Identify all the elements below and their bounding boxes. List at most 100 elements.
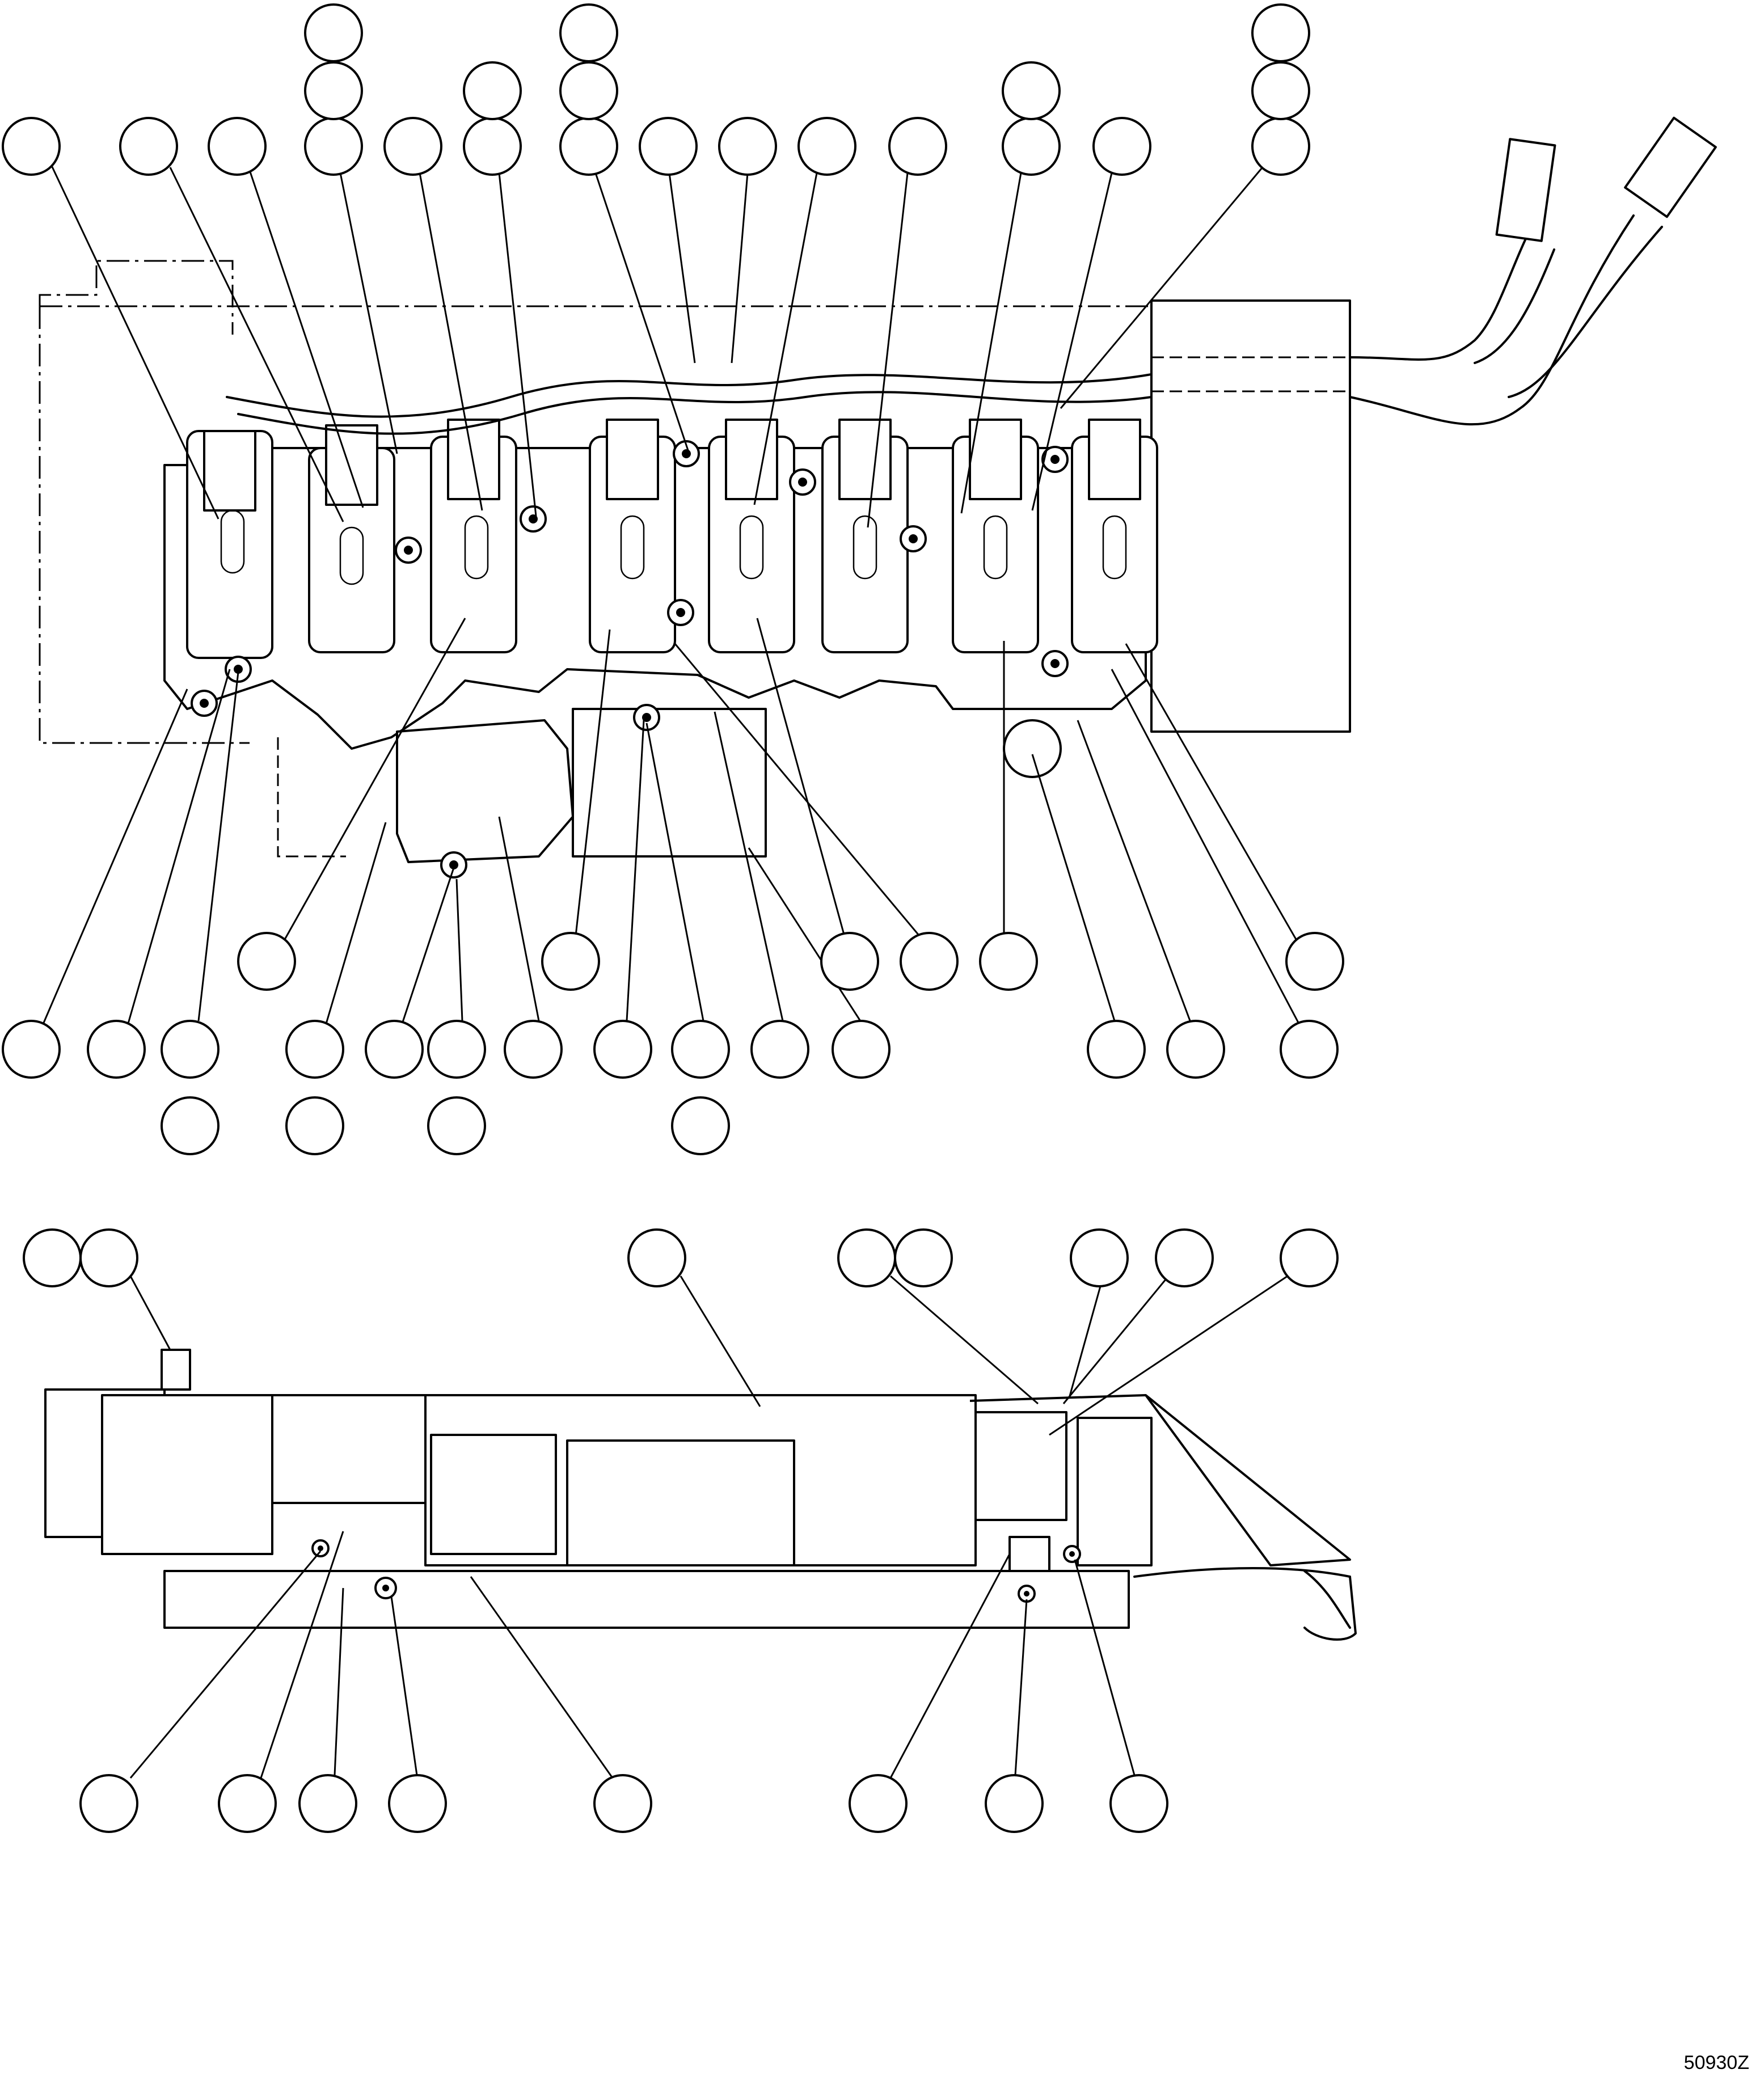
leader-line-15 [282,618,466,942]
callout-balloon-10 [797,117,856,176]
callout-balloon-6 [463,117,522,176]
leader-line-11 [867,172,909,528]
leader-line-10 [753,172,818,505]
callout-balloon-35 [504,1020,563,1079]
callout-balloon-27 [979,932,1038,991]
callout-balloon-46 [671,1096,730,1155]
leader-line-43 [334,1587,344,1776]
harness-cover [1150,299,1351,733]
leader-line-38 [1068,1286,1102,1399]
callout-balloon-31 [161,1020,220,1079]
callout-balloon-43 [161,1096,220,1155]
callout-balloons [2,3,1344,1833]
callout-balloon-13 [1092,117,1151,176]
leader-line-2 [169,167,344,522]
callout-balloon-44 [285,1096,344,1155]
leader-line-12 [960,172,1022,514]
callout-leaders [41,164,1300,1779]
callout-balloon-15 [304,61,363,120]
callout-balloon-20 [1002,61,1061,120]
callout-balloon-50 [837,1228,896,1287]
leader-line-24 [325,822,387,1024]
leader-line-45 [470,1576,614,1779]
callout-balloon-5 [383,117,442,176]
leader-line-16 [575,629,611,936]
callout-balloon-23 [237,932,296,991]
callout-balloon-12 [1002,117,1061,176]
callout-balloon-60 [849,1774,908,1833]
leader-line-36 [680,1276,761,1407]
callout-balloon-45 [427,1096,486,1155]
callout-balloon-26 [900,932,959,991]
pressure-switch-block [396,719,574,863]
callout-balloon-30 [87,1020,146,1079]
callout-balloon-56 [218,1774,277,1833]
callout-balloon-16 [304,3,363,62]
callout-balloon-7 [559,117,618,176]
callout-balloon-36 [593,1020,652,1079]
callout-balloon-4 [304,117,363,176]
callout-balloon-28 [1285,932,1344,991]
callout-balloon-3 [208,117,267,176]
leader-line-42 [260,1531,344,1779]
leader-line-48 [1074,1559,1136,1776]
figure-number: 50930Z [1683,2052,1749,2073]
leader-line-34 [1111,669,1300,1024]
leader-line-7 [594,172,690,454]
callout-balloon-49 [627,1228,686,1287]
fitting-port [1003,719,1062,778]
callout-balloon-58 [388,1774,447,1833]
callout-balloon-18 [559,61,618,120]
side-base-plate [163,1570,1130,1629]
leader-line-5 [419,172,483,511]
callout-balloon-38 [750,1020,809,1079]
callout-balloon-53 [1155,1228,1214,1287]
callout-balloon-57 [298,1774,357,1833]
connector-a [1495,138,1556,242]
leader-line-18 [674,643,923,939]
callout-balloon-54 [1280,1228,1339,1287]
leader-line-3 [248,170,364,508]
callout-balloon-39 [832,1020,891,1079]
leader-line-28 [626,720,645,1021]
leader-line-27 [498,816,540,1021]
leader-line-17 [756,618,846,939]
leader-line-22 [126,669,231,1026]
callout-balloon-61 [985,1774,1044,1833]
leader-line-47 [1014,1599,1028,1776]
leader-line-25 [402,867,455,1023]
callout-balloon-11 [888,117,947,176]
side-sensor [161,1349,191,1391]
callout-balloon-9 [718,117,777,176]
callout-balloon-17 [463,61,522,120]
leader-line-23 [197,672,239,1021]
leader-line-6 [498,172,537,517]
leader-line-13 [1031,172,1113,511]
callout-balloon-32 [285,1020,344,1079]
leader-line-4 [339,172,398,454]
callout-balloon-40 [1087,1020,1146,1079]
callout-balloon-59 [593,1774,652,1833]
leader-line-33 [1077,720,1192,1024]
callout-balloon-62 [1109,1774,1168,1833]
callout-balloon-21 [1251,61,1310,120]
leader-line-32 [1031,754,1116,1021]
leader-line-37 [890,1275,1039,1405]
callout-balloon-8 [639,117,698,176]
callout-balloon-33 [365,1020,424,1079]
leader-line-9 [731,172,749,364]
leader-line-21 [41,689,188,1026]
callout-balloon-24 [541,932,600,991]
callout-balloon-37 [671,1020,730,1079]
callout-balloon-34 [427,1020,486,1079]
callout-balloon-1 [2,117,61,176]
leader-line-35 [129,1276,171,1350]
leader-line-39 [1062,1276,1170,1404]
leader-line-20 [1125,643,1300,945]
top-view-valve-assembly [39,116,1717,879]
connector-b [1624,116,1717,218]
callout-balloon-48 [79,1228,138,1287]
callout-balloon-25 [820,932,879,991]
leader-line-41 [129,1551,322,1779]
